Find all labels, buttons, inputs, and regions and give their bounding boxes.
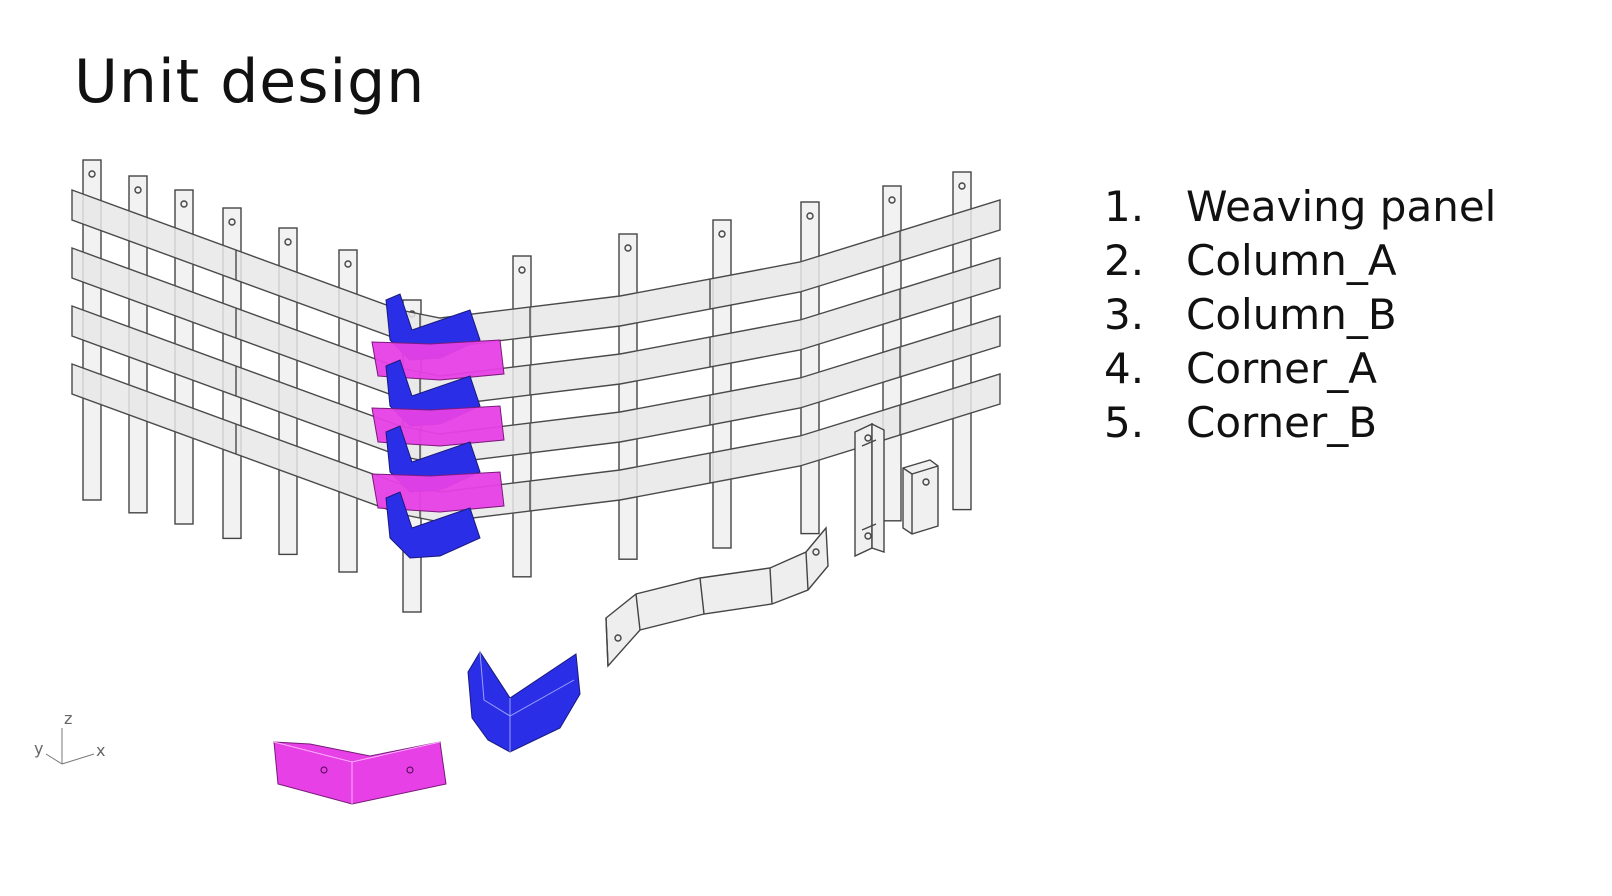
column [618, 233, 638, 560]
corner-a-stacked [385, 491, 481, 559]
corner-b-stacked [371, 471, 505, 513]
legend-item-label: Corner_B [1186, 398, 1378, 447]
bolt-hole [228, 218, 236, 226]
bolt-hole [134, 186, 142, 194]
legend-item-label: Weaving panel [1186, 182, 1497, 231]
axis-x-label: x [96, 741, 105, 760]
legend-item-number: 4. [1104, 344, 1145, 393]
column [800, 201, 820, 535]
legend-item-number: 3. [1104, 290, 1145, 339]
column [712, 219, 732, 549]
column [512, 255, 532, 578]
bolt-hole [180, 200, 188, 208]
exploded-weaving-panel [605, 526, 829, 668]
bolt-hole [624, 244, 632, 252]
legend-item-number: 1. [1104, 182, 1145, 231]
bolt-hole [958, 182, 966, 190]
legend-item: 2. Column_A [1104, 234, 1496, 288]
bolt-hole [888, 196, 896, 204]
legend-item: 3. Column_B [1104, 288, 1496, 342]
exploded-column-a [854, 422, 885, 558]
exploded-column-b [902, 459, 939, 535]
bolt-hole [806, 212, 814, 220]
legend-item: 5. Corner_B [1104, 396, 1496, 450]
axis-indicator: z y x [34, 709, 105, 765]
legend-item-label: Column_A [1186, 236, 1397, 285]
bolt-hole [718, 230, 726, 238]
exploded-corner-a [467, 651, 581, 753]
axis-z-label: z [64, 709, 72, 728]
bolt-hole [344, 260, 352, 268]
legend-item-number: 5. [1104, 398, 1145, 447]
corner-b-stacked [371, 405, 505, 447]
bolt-hole [518, 266, 526, 274]
corner-stack [371, 293, 505, 559]
legend-item-label: Corner_A [1186, 344, 1378, 393]
exploded-corner-b [273, 741, 447, 805]
axis-y-label: y [34, 739, 43, 758]
parts-legend: 1. Weaving panel 2. Column_A 3. Column_B 4. Cor… [1104, 180, 1496, 450]
legend-item-number: 2. [1104, 236, 1145, 285]
corner-b-stacked [371, 339, 505, 381]
bolt-hole [284, 238, 292, 246]
legend-item: 1. Weaving panel [1104, 180, 1496, 234]
bolt-hole [88, 170, 96, 178]
legend-item: 4. Corner_A [1104, 342, 1496, 396]
page-title: Unit design [74, 47, 426, 117]
legend-item-label: Column_B [1186, 290, 1397, 339]
